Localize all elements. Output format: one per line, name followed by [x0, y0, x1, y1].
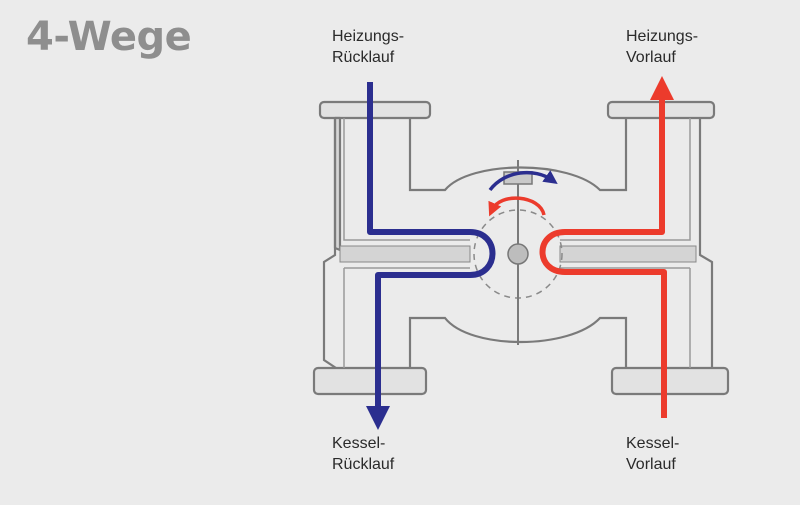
label-line: Rücklauf	[332, 456, 395, 473]
diagram-title: 4-Wege	[26, 14, 192, 60]
supply-flow-arc	[488, 196, 546, 217]
label-line: Heizungs-	[626, 28, 699, 45]
label-heizungs-ruecklauf: Heizungs- Rücklauf	[332, 26, 404, 68]
flange-bottom-left	[312, 366, 428, 396]
inner-wall-right	[560, 118, 691, 368]
label-line: Heizungs-	[332, 28, 405, 45]
flange-bottom-right	[610, 366, 730, 396]
flange-top-left	[318, 100, 432, 120]
label-kessel-ruecklauf: Kessel- Rücklauf	[332, 433, 394, 475]
label-line: Kessel-	[332, 435, 386, 452]
label-kessel-vorlauf: Kessel- Vorlauf	[626, 433, 679, 475]
label-line: Rücklauf	[332, 49, 395, 66]
inner-wall-left	[343, 118, 470, 368]
label-line: Vorlauf	[626, 456, 676, 473]
label-heizungs-vorlauf: Heizungs- Vorlauf	[626, 26, 698, 68]
return-flow-arc	[488, 170, 558, 192]
web-left	[339, 245, 471, 263]
label-line: Vorlauf	[626, 49, 676, 66]
valve-outline	[322, 118, 714, 369]
supply-flow-path	[539, 76, 674, 418]
return-flow-path	[366, 82, 496, 430]
rotor-hub	[507, 243, 529, 265]
web-right	[559, 245, 697, 263]
label-line: Kessel-	[626, 435, 680, 452]
